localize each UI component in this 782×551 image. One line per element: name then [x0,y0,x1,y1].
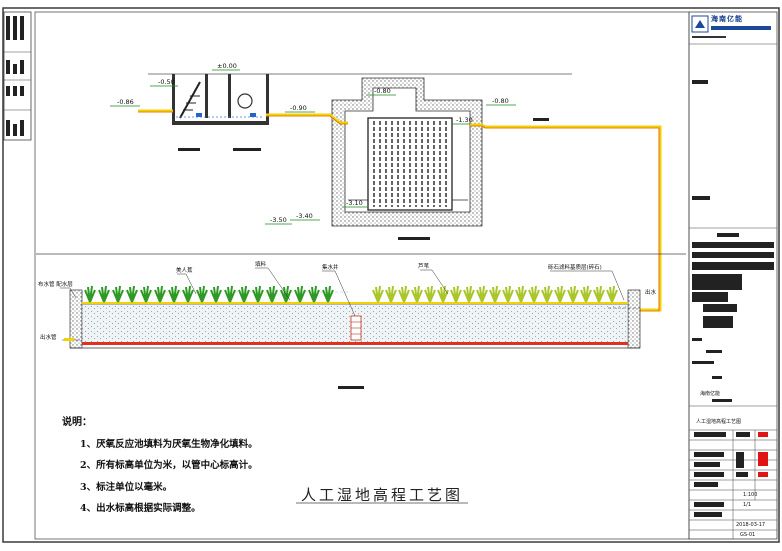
elev-link: -0.90 [290,104,307,112]
plant-icon [84,285,96,303]
plant-icon [554,285,566,303]
elev-main-bottom: -3.40 [296,212,313,220]
label-left-bottom: 出水管 [40,333,57,341]
wetland-bed [62,289,641,349]
label-right-outlet: 出水 [645,288,657,296]
plant-icon [126,285,138,303]
plant-icon [580,285,592,303]
plant-icon [541,285,553,303]
plant-icon [196,285,208,303]
wetland-caption-bar [338,386,364,389]
drawing-title: 人工湿地高程工艺图 [300,486,463,504]
note-item: 2、所有标高单位为米，以管中心标高计。 [80,460,258,471]
plant-icon [463,285,475,303]
notes-block: 说明： 1、厌氧反应池填料为厌氧生物净化填料。 2、所有标高单位为米，以管中心标… [62,412,258,520]
label-plant-1: 美人蕉 [176,266,193,274]
label-plant-2: 填料 [255,260,267,268]
elev-ground: ±0.00 [217,62,237,70]
company-name: 海南亿能 [711,15,743,23]
plant-icon [372,285,384,303]
elev-pre-top: -0.50 [158,78,175,86]
company-logo [691,15,709,33]
tb-drawing-name: 人工湿地高程工艺图 [696,419,742,425]
label-leaders [60,267,625,317]
plant-icon [308,285,320,303]
plant-icon [280,285,292,303]
title-block [688,11,778,540]
plant-icon [606,285,618,303]
tb-scale: 1:100 [743,492,758,498]
wetland-labels: 布水管 配水层 出水管 美人蕉 填料 集水井 芦苇 砾石滤料基质层(碎石) 出水 [38,260,657,341]
plant-icon [210,285,222,303]
plant-icon [398,285,410,303]
elev-main-top: -0.80 [374,87,391,95]
outer-frame [2,7,780,543]
tb-date: 2018-03-17 [736,522,766,528]
pre-tank-caption-bar-2 [233,148,261,151]
link-pipe [266,113,348,125]
outlet-caption-bar [533,118,549,121]
tb-project-short: 海南亿能 [700,391,721,397]
label-right-top: 砾石滤料基质层(碎石) [548,263,602,271]
plant-icon [437,285,449,303]
elev-main-foundation: -3.50 [270,216,287,224]
label-left-top: 布水管 配水层 [38,280,73,288]
left-binding-strip [3,11,32,141]
plant-icon [168,285,180,303]
pre-tank-caption-bar [178,148,200,151]
plant-icon [266,285,278,303]
main-tank [331,77,483,227]
plant-icon [450,285,462,303]
tb-sheet: 1/1 [743,502,752,508]
label-plant-3: 集水井 [322,263,339,271]
note-item: 4、出水标高根据实际调整。 [80,503,201,514]
plant-icon [411,285,423,303]
plant-icon [252,285,264,303]
elev-main-outlet: -0.80 [492,97,509,105]
elevation-labels: ±0.00 -0.50 -0.86 -0.90 -0.80 -0.80 -1.3… [110,62,516,225]
main-tank-caption-bar [398,237,430,240]
plant-icon [238,285,250,303]
plant-icon [182,285,194,303]
plant-icon [224,285,236,303]
plant-icon [98,285,110,303]
plant-icon [528,285,540,303]
note-item: 3、标注单位以毫米。 [80,481,173,493]
plant-icon [476,285,488,303]
outlet-pipe [470,123,662,312]
plant-icon [322,285,334,303]
anaerobic-media [373,121,447,207]
plant-icon [593,285,605,303]
wetland-plants [84,285,618,303]
plant-icon [567,285,579,303]
note-item: 1、厌氧反应池填料为厌氧生物净化填料。 [80,438,258,450]
plant-icon [112,285,124,303]
plant-icon [294,285,306,303]
elev-main-inner-bottom: -3.10 [346,199,363,207]
tb-number: GS-01 [740,532,756,538]
elev-main-water: -1.30 [456,116,473,124]
label-plant-4: 芦苇 [418,262,430,270]
elev-inlet: -0.86 [117,98,134,106]
pre-treatment-tank [172,74,269,125]
plant-icon [515,285,527,303]
plant-icon [140,285,152,303]
notes-heading: 说明： [62,417,92,428]
plant-icon [385,285,397,303]
plant-icon [154,285,166,303]
plant-icon [489,285,501,303]
plant-icon [424,285,436,303]
plant-icon [502,285,514,303]
